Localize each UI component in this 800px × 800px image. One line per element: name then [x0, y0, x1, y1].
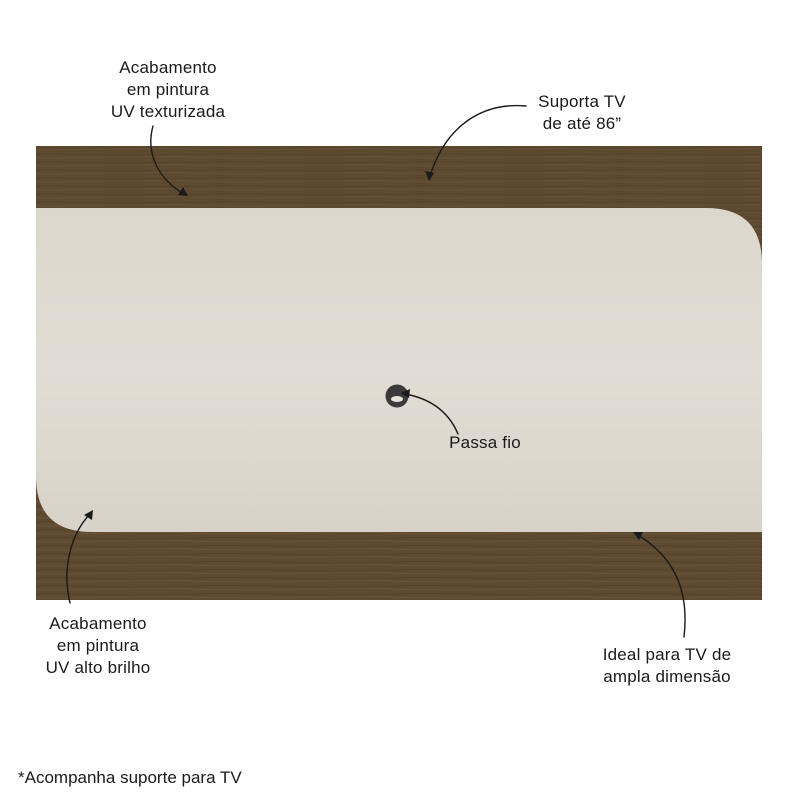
wood-panel-top-band [36, 146, 762, 208]
label-large-tv: Ideal para TV de ampla dimensão [572, 644, 762, 688]
footnote: *Acompanha suporte para TV [18, 768, 242, 787]
label-tv-support: Suporta TV de até 86” [502, 91, 662, 135]
glossy-panel [36, 208, 762, 532]
label-line: Suporta TV [538, 92, 626, 111]
label-texturized-finish: Acabamento em pintura UV texturizada [88, 57, 248, 123]
arrow-heads [84, 171, 643, 540]
label-cable-pass: Passa fio [430, 432, 540, 454]
label-line: de até 86” [542, 114, 622, 133]
arrow-cable-hole [404, 393, 459, 435]
label-line: Ideal para TV de [602, 645, 732, 664]
cable-hole-icon [385, 384, 409, 408]
label-line: Passa fio [449, 433, 521, 452]
label-line: Acabamento [119, 58, 217, 77]
arrow-tv-support [429, 104, 527, 177]
arrow-texturized [150, 125, 185, 195]
arrow-high-gloss [66, 513, 91, 604]
arrow-large-tv [637, 534, 686, 638]
label-line: UV alto brilho [45, 658, 151, 677]
label-line: Acabamento [49, 614, 147, 633]
label-line: ampla dimensão [603, 667, 731, 686]
label-line: em pintura [56, 636, 140, 655]
label-line: UV texturizada [110, 102, 226, 121]
label-line: em pintura [126, 80, 210, 99]
label-high-gloss-finish: Acabamento em pintura UV alto brilho [18, 613, 178, 679]
